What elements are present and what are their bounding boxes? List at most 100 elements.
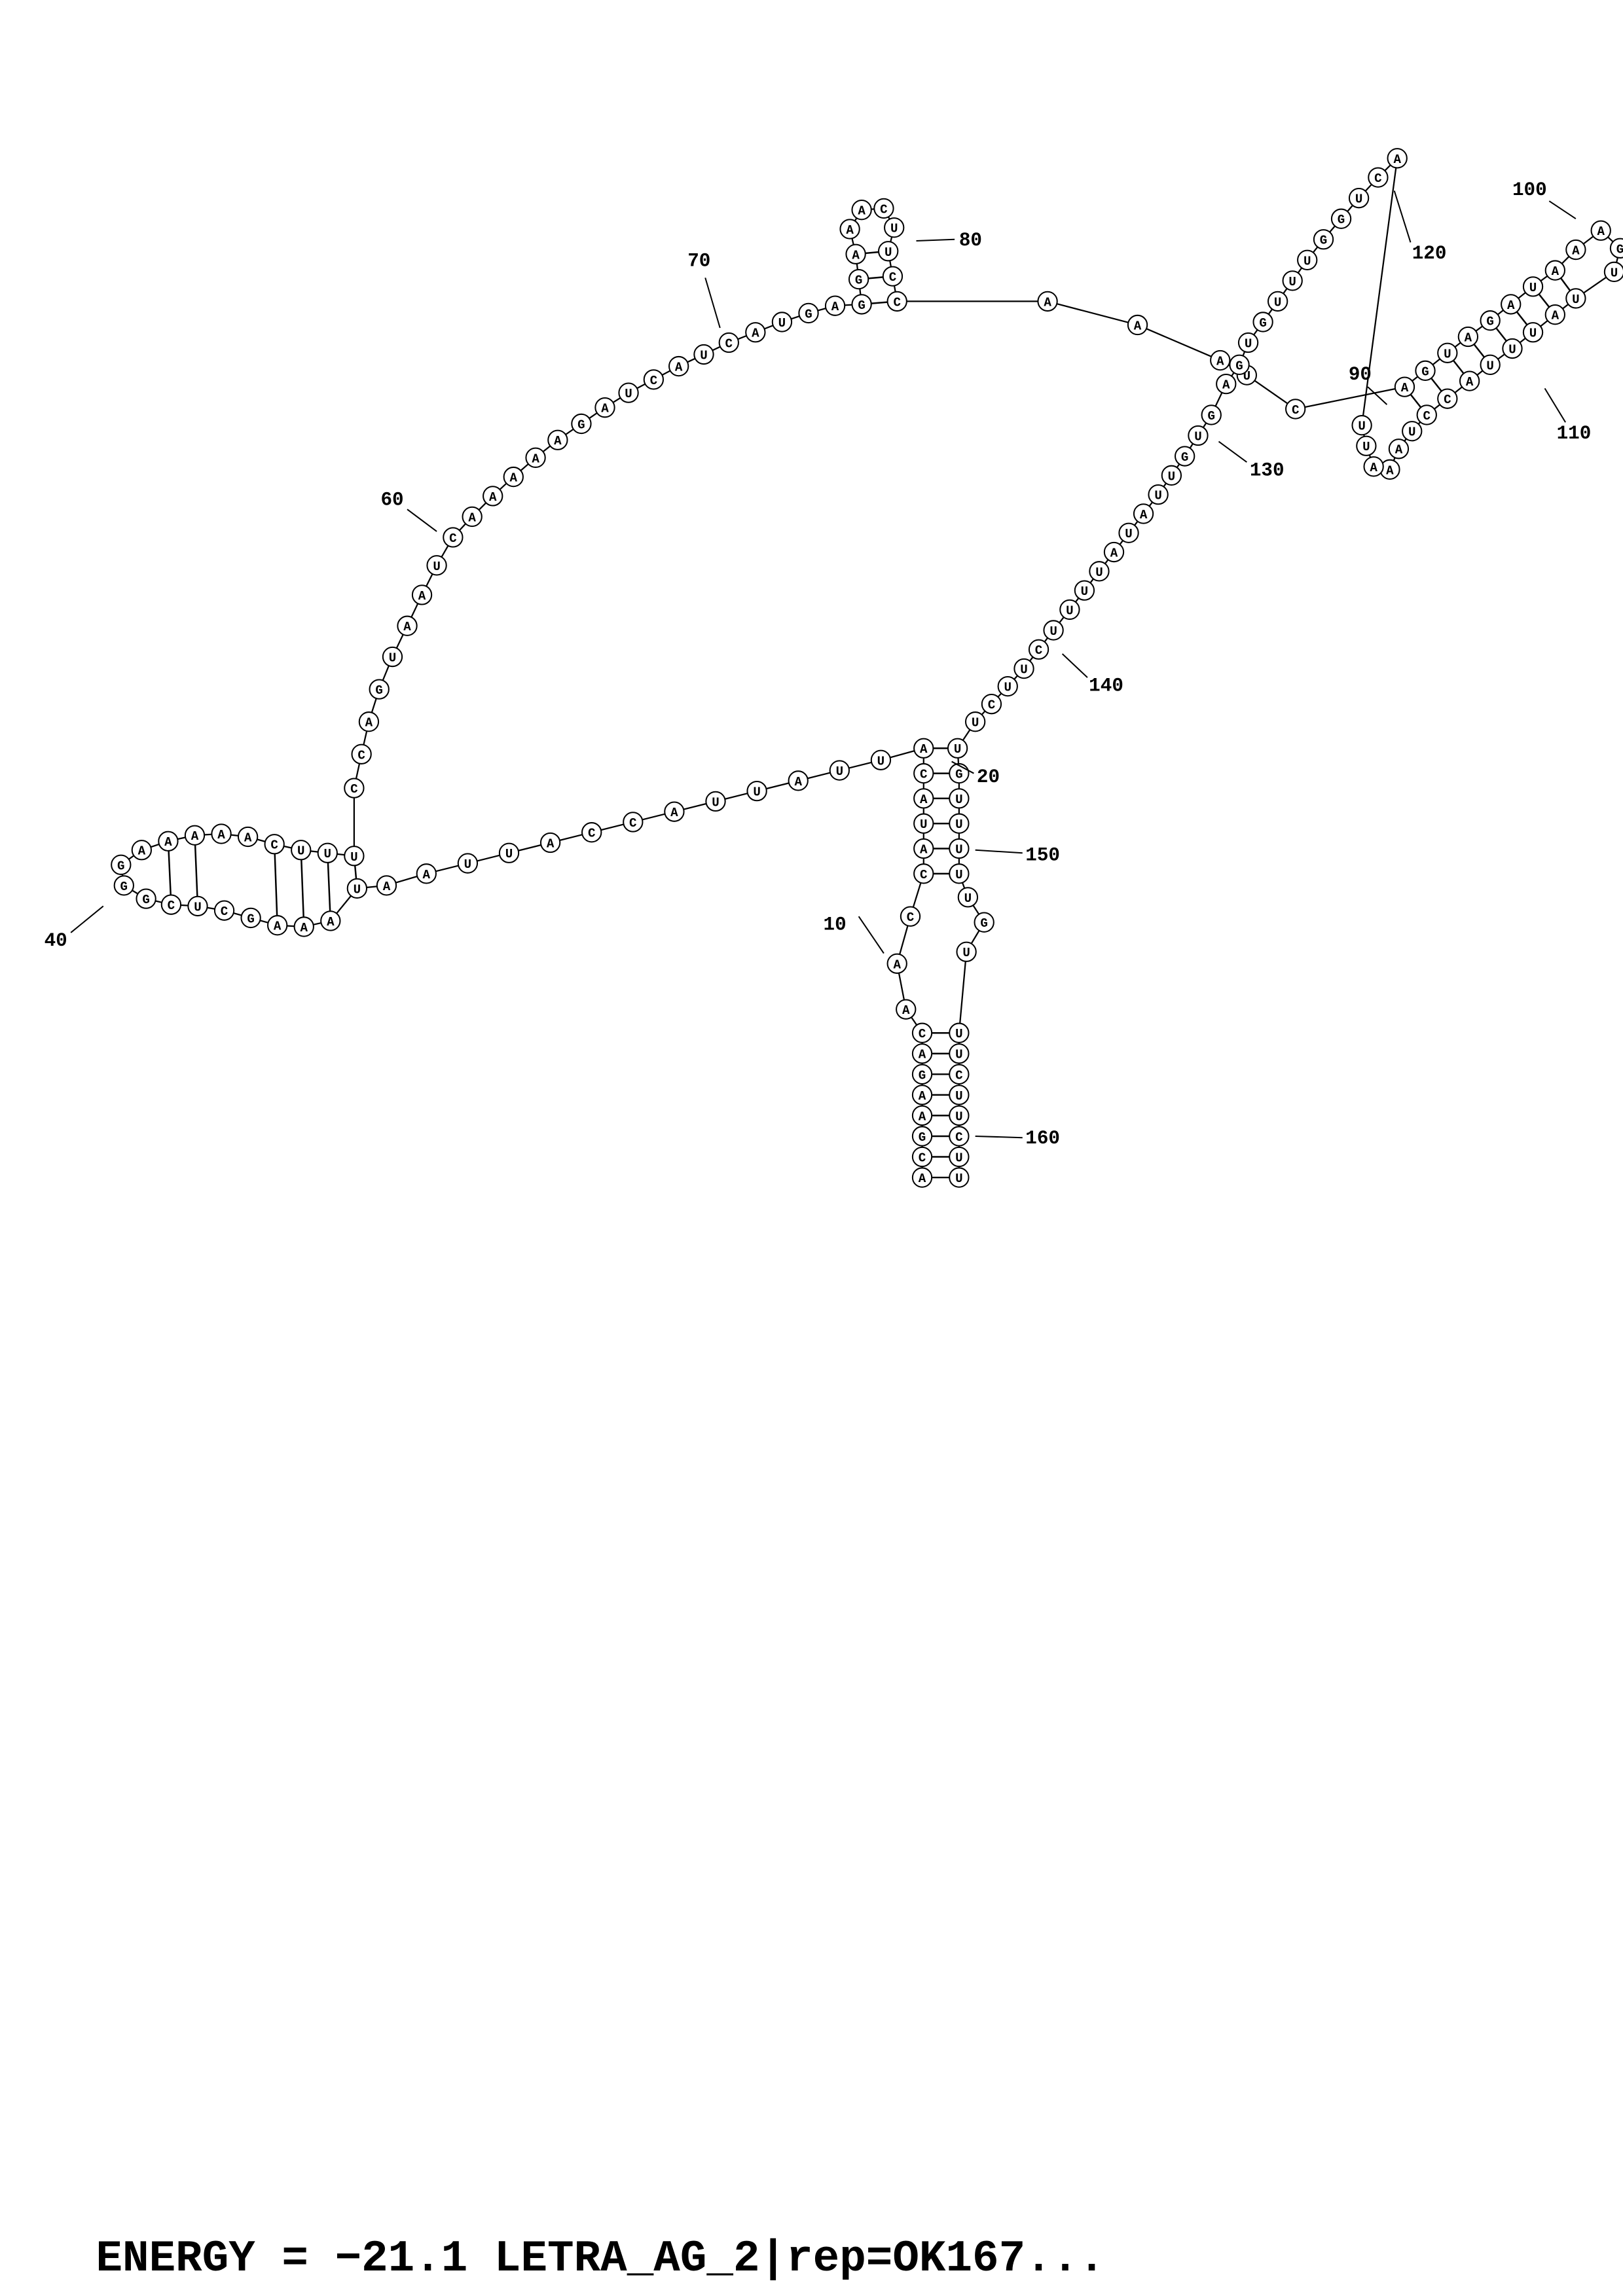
nucleotide: A	[462, 506, 483, 528]
nucleotide-letter: A	[846, 223, 854, 238]
nucleotide-letter: U	[955, 817, 962, 832]
nucleotide: U	[829, 760, 850, 781]
nucleotide-circle	[1210, 350, 1231, 371]
nucleotide: G	[911, 1126, 933, 1147]
nucleotide-circle	[623, 812, 644, 833]
nucleotide-letter: C	[270, 838, 278, 853]
nucleotide: U	[1522, 322, 1544, 343]
nucleotide-letter: U	[194, 900, 201, 914]
nucleotide: C	[949, 1126, 970, 1147]
nucleotide-letter: U	[1529, 281, 1537, 295]
nucleotide-letter: G	[247, 912, 255, 926]
nucleotide-letter: U	[1444, 347, 1451, 361]
nucleotide-circle	[964, 711, 986, 732]
nucleotide-letter: A	[164, 835, 172, 850]
nucleotide-circle	[771, 312, 793, 332]
nucleotide-circle	[1609, 238, 1623, 259]
nucleotide: C	[911, 1146, 933, 1168]
nucleotide-letter: U	[778, 316, 786, 331]
nucleotide-letter: A	[138, 844, 146, 859]
nucleotide-circle	[240, 907, 261, 929]
nucleotide: A	[1103, 541, 1125, 563]
nucleotide-letter: U	[955, 1089, 962, 1103]
nucleotide-letter: U	[753, 785, 761, 800]
nucleotide-letter: U	[920, 817, 927, 832]
nucleotide: U	[949, 1146, 970, 1168]
nucleotide-circle	[829, 760, 850, 781]
nucleotide: U	[1356, 435, 1377, 456]
nucleotide: A	[1501, 294, 1522, 315]
nucleotide-circle	[911, 1146, 933, 1168]
nucleotide: U	[382, 646, 403, 668]
nucleotide: U	[187, 895, 208, 917]
nucleotide-circle	[949, 1126, 970, 1147]
nucleotide-letter: U	[350, 850, 358, 865]
nucleotide-letter: G	[375, 683, 383, 698]
nucleotide-letter: A	[1393, 152, 1401, 167]
nucleotide-letter: A	[601, 402, 609, 416]
nucleotide: C	[900, 906, 921, 927]
nucleotide-circle	[705, 791, 726, 812]
nucleotide-circle	[911, 1043, 933, 1064]
nucleotide-circle	[503, 466, 524, 488]
nucleotide: G	[848, 268, 869, 290]
nucleotide: U	[346, 878, 368, 899]
nucleotide: C	[213, 900, 235, 921]
nucleotide-letter: A	[418, 589, 426, 603]
nucleotide-circle	[1522, 322, 1544, 343]
nucleotide-letter: A	[1216, 355, 1224, 369]
nucleotide-circle	[693, 344, 714, 365]
nucleotide: A	[1216, 373, 1237, 395]
nucleotide: C	[718, 332, 739, 353]
nucleotide-letter: A	[1140, 508, 1148, 522]
nucleotide: G	[571, 413, 592, 435]
nucleotide: U	[949, 1022, 970, 1043]
nucleotide-letter: U	[1529, 327, 1537, 341]
nucleotide-circle	[1252, 312, 1273, 332]
nucleotide-letter: A	[1386, 463, 1394, 478]
nucleotide: A	[745, 322, 766, 343]
nucleotide-letter: A	[920, 742, 928, 757]
nucleotide: A	[788, 770, 809, 791]
nucleotide: U	[1348, 187, 1370, 209]
nucleotide: A	[1210, 350, 1231, 371]
nucleotide-letter: C	[1374, 171, 1382, 186]
position-tick	[1218, 440, 1247, 463]
nucleotide-letter: U	[297, 844, 304, 859]
nucleotide-letter: A	[217, 828, 225, 842]
position-label: 120	[1412, 243, 1447, 264]
nucleotide: A	[376, 875, 397, 896]
nucleotide-circle	[1330, 208, 1352, 229]
nucleotide-circle	[539, 832, 561, 853]
nucleotide-circle	[1544, 260, 1565, 281]
nucleotide-circle	[997, 675, 1018, 697]
nucleotide: U	[1502, 338, 1523, 359]
nucleotide-letter: C	[449, 531, 457, 546]
nucleotide-letter: U	[964, 891, 972, 906]
nucleotide: U	[498, 842, 520, 863]
nucleotide-circle	[1148, 484, 1169, 505]
nucleotide-letter: U	[1304, 254, 1311, 268]
nucleotide-circle	[913, 863, 934, 884]
nucleotide: A	[839, 219, 860, 240]
nucleotide-circle	[1037, 291, 1058, 312]
nucleotide-letter: A	[383, 880, 391, 894]
nucleotide-letter: A	[327, 915, 335, 929]
nucleotide-circle	[1459, 370, 1480, 391]
nucleotide: U	[1297, 249, 1318, 270]
nucleotide-circle	[1013, 658, 1034, 679]
nucleotide-circle	[1590, 220, 1611, 241]
nucleotide: U	[1267, 291, 1288, 312]
nucleotide: C	[581, 822, 602, 843]
nucleotide-circle	[131, 840, 153, 861]
nucleotide-circle	[949, 813, 970, 834]
nucleotide: U	[1089, 561, 1110, 582]
nucleotide: A	[896, 999, 917, 1020]
nucleotide-letter: C	[168, 899, 175, 913]
nucleotide-circle	[949, 838, 970, 859]
nucleotide: A	[851, 200, 872, 221]
nucleotide-letter: U	[955, 842, 962, 857]
position-tick	[916, 238, 955, 242]
position-tick	[1544, 387, 1566, 423]
